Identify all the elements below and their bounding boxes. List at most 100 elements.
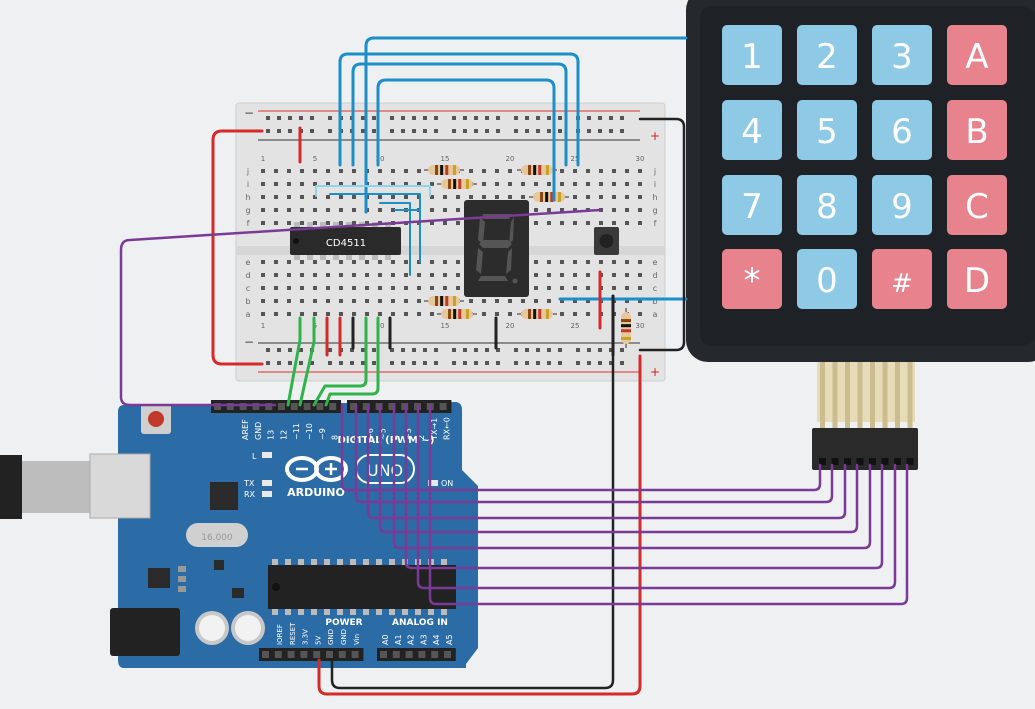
svg-text:#: # [891,269,913,299]
purple-wire[interactable] [366,403,847,520]
pin-label: IOREF [276,624,284,645]
pin-label: ~9 [318,428,327,440]
purple-wire[interactable] [354,403,834,504]
green-wire[interactable] [324,316,380,407]
arduino-brand-label: ARDUINO [287,486,345,499]
svg-text:7: 7 [741,187,763,227]
svg-text:D: D [964,261,990,301]
keypad-key-hash[interactable]: # [872,249,932,309]
row-letter: d [652,271,657,280]
purple-wire[interactable] [428,403,909,606]
blue-wire[interactable] [394,209,421,263]
keypad-key-d[interactable]: D [947,249,1007,309]
resistor[interactable] [621,308,631,348]
blue-wire[interactable] [351,62,568,167]
keypad-key-a[interactable]: A [947,25,1007,85]
keypad-header-connector [812,428,918,470]
pin-label: 3.3V [302,629,310,645]
column-number: 1 [261,155,265,163]
row-letter: j [246,167,249,176]
purple-wire[interactable] [340,403,822,492]
row-letter: j [653,167,656,176]
push-button[interactable] [594,227,619,255]
row-letter: h [245,193,250,202]
light-blue-wire[interactable] [315,185,431,197]
keypad-key-c[interactable]: C [947,175,1007,235]
red-wire[interactable] [317,354,642,696]
resistor[interactable] [437,309,477,319]
keypad-key-1[interactable]: 1 [722,25,782,85]
svg-text:6: 6 [891,112,913,152]
green-wire[interactable] [312,316,368,407]
green-wire[interactable] [298,316,316,407]
row-letter: h [652,193,657,202]
column-number: 15 [441,155,450,163]
reset-button-icon[interactable] [141,404,171,434]
green-wire[interactable] [286,316,302,407]
blue-wire[interactable] [364,36,688,214]
wires [119,36,909,696]
analog-in-label: ANALOG IN [392,618,448,628]
keypad-key-b[interactable]: B [947,100,1007,160]
pin-label: 5V [314,636,322,645]
pin-label: 13 [267,430,276,440]
digital-label: DIGITAL (PWM ~) [338,435,435,446]
purple-wire[interactable] [378,403,859,534]
keypad-ribbon-cable [817,362,915,428]
resistors [424,165,631,348]
svg-text:9: 9 [891,187,913,227]
column-number: 10 [376,155,385,163]
resistor[interactable] [517,309,557,319]
row-letter: g [652,206,657,215]
row-letter: i [247,180,249,189]
rail-minus-label-bottom: − [244,335,254,349]
svg-text:3: 3 [891,37,913,77]
black-wire[interactable] [330,348,615,690]
svg-text:16.000: 16.000 [201,533,233,543]
keypad-key-star[interactable]: * [722,249,782,309]
keypad-key-8[interactable]: 8 [797,175,857,235]
row-letter: a [653,310,658,319]
keypad-key-3[interactable]: 3 [872,25,932,85]
resistor[interactable] [529,192,569,202]
keypad-key-2[interactable]: 2 [797,25,857,85]
blue-wire[interactable] [338,52,580,167]
keypad-key-0[interactable]: 0 [797,249,857,309]
pin-label: RX←0 [443,417,452,440]
keypad-key-6[interactable]: 6 [872,100,932,160]
crystal: 16.000 [186,523,248,547]
column-number: 25 [571,322,580,330]
purple-wire[interactable] [416,403,897,590]
keypad-key-4[interactable]: 4 [722,100,782,160]
pin-label: A0 [381,634,390,645]
led-tx-label: TX [243,479,255,488]
row-letter: b [652,297,657,306]
keypad-key-9[interactable]: 9 [872,175,932,235]
purple-wire[interactable] [392,403,872,550]
svg-text:A: A [965,37,988,77]
blue-wire[interactable] [329,193,421,213]
keypad-key-5[interactable]: 5 [797,100,857,160]
red-wire[interactable] [211,129,264,366]
svg-text:2: 2 [816,37,838,77]
pin-label: A5 [445,634,454,645]
resistor[interactable] [437,179,477,189]
dc-jack [110,608,180,656]
keypad-key-7[interactable]: 7 [722,175,782,235]
resistor[interactable] [424,296,464,306]
black-wire[interactable] [638,117,686,352]
column-number: 30 [636,155,645,163]
blue-wire[interactable] [376,78,556,202]
arduino-infinity-logo-icon [285,456,348,482]
column-number: 30 [636,322,645,330]
resistor[interactable] [517,165,557,175]
blue-wire[interactable] [379,202,411,276]
pin-label: ~5 [379,428,388,440]
purple-wire[interactable] [404,403,884,570]
cd4511-chip[interactable]: CD4511 [290,222,401,260]
pin-label: GND [340,629,348,645]
purple-wire[interactable] [119,208,602,407]
resistor[interactable] [424,165,464,175]
pin-label: ~10 [305,423,314,440]
